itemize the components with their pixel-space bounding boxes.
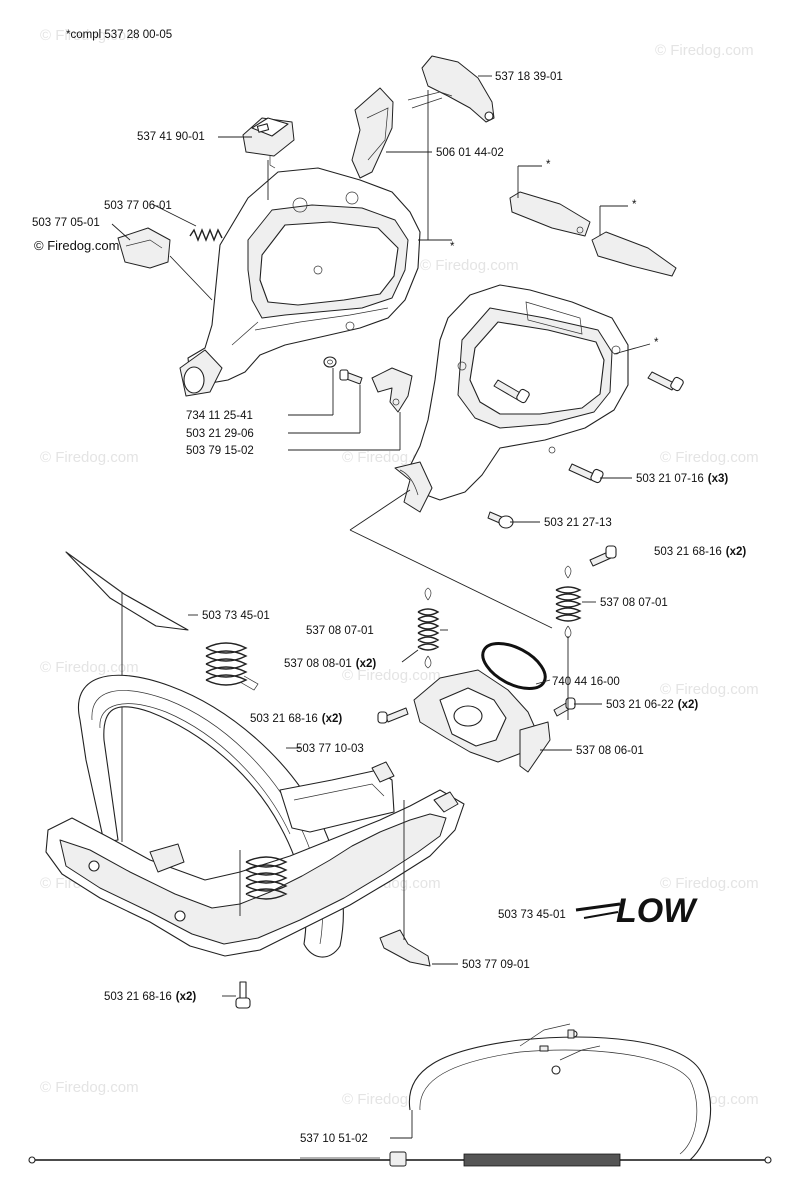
watermark: © Firedog.com xyxy=(40,1079,139,1096)
label-503770901: 503 77 09-01 xyxy=(462,959,530,971)
label-537080601: 537 08 06-01 xyxy=(576,745,644,757)
label-503770501: 503 77 05-01 xyxy=(32,217,100,229)
kit-header: *compl 537 28 00-05 xyxy=(66,29,172,41)
watermark: © Firedog.com xyxy=(40,449,139,466)
low-logo: LOW xyxy=(575,892,698,930)
label-537419001: 537 41 90-01 xyxy=(137,131,205,143)
av-spring-part xyxy=(205,642,259,691)
watermark: © Firedog.com xyxy=(420,257,519,274)
small-spring-part xyxy=(189,228,223,242)
throttle-part xyxy=(407,55,495,123)
av-spring-lower-part xyxy=(239,850,288,916)
bracket-part xyxy=(371,367,413,413)
label-503216816-mid: 503 21 68-16(x2) xyxy=(250,713,342,725)
screw-503210622-part xyxy=(553,697,576,717)
asterisk-label: * xyxy=(450,241,455,253)
av-block-part xyxy=(413,669,551,773)
latch-part xyxy=(117,227,171,269)
asterisk-label: * xyxy=(546,159,551,171)
lever-part xyxy=(351,87,394,179)
watermark: © Firedog.com xyxy=(342,667,441,684)
screw-part xyxy=(339,369,363,385)
cover-screw-part xyxy=(493,379,530,404)
watermark: © Firedog.com xyxy=(660,449,759,466)
part-labels: 537 18 39-01 537 41 90-01 506 01 44-02 5… xyxy=(32,71,746,1145)
watermark: © Firedog.com xyxy=(660,681,759,698)
watermark: © Firedog.com xyxy=(40,659,139,676)
label-503212906: 503 21 29-06 xyxy=(186,428,254,440)
watermark: © Firedog.com xyxy=(660,875,759,892)
asterisk-label: * xyxy=(654,337,659,349)
copyright-notice: © Firedog.com xyxy=(34,238,119,253)
rear-handle-upper xyxy=(179,167,421,397)
spring-537080701-right xyxy=(555,565,582,639)
decal-part xyxy=(591,231,677,277)
washer-part xyxy=(323,356,337,368)
label-537080801: 537 08 08-01(x2) xyxy=(284,658,376,670)
label-503771003: 503 77 10-03 xyxy=(296,743,364,755)
label-740441600: 740 44 16-00 xyxy=(552,676,620,688)
watermark: © Firedog.com xyxy=(655,42,754,59)
label-503210622: 503 21 06-22(x2) xyxy=(606,699,698,711)
spring-537080701-left xyxy=(417,587,440,669)
screw-top-part xyxy=(589,545,617,567)
label-503216816-bottom: 503 21 68-16(x2) xyxy=(104,991,196,1003)
label-503210716: 503 21 07-16(x3) xyxy=(636,473,728,485)
cover-screw-part xyxy=(568,463,604,484)
asterisk-label: * xyxy=(632,199,637,211)
throttle-cable-part xyxy=(28,1023,772,1167)
watermark: © Firedog.com xyxy=(40,27,139,44)
label-503212713: 503 21 27-13 xyxy=(544,517,612,529)
label-734112541: 734 11 25-41 xyxy=(186,410,253,422)
label-537080701-right: 537 08 07-01 xyxy=(600,597,668,609)
label-503770601: 503 77 06-01 xyxy=(104,200,172,212)
decal-part xyxy=(509,191,591,237)
label-537105102: 537 10 51-02 xyxy=(300,1133,368,1145)
label-503734501: 503 73 45-01 xyxy=(202,610,270,622)
cover-screw-part xyxy=(647,371,684,392)
bottom-screw-part xyxy=(235,981,251,1009)
leader-lines-top xyxy=(111,75,492,451)
label-537080701-left: 537 08 07-01 xyxy=(306,625,374,637)
switch-block-part xyxy=(242,117,295,169)
decal-sheet-part xyxy=(65,551,189,631)
label-506014402: 506 01 44-02 xyxy=(436,147,504,159)
label-503791502: 503 79 15-02 xyxy=(186,445,254,457)
label-503734501-low: 503 73 45-01 xyxy=(498,909,566,921)
leader-lines-bottom xyxy=(222,601,602,997)
label-537183901: 537 18 39-01 xyxy=(495,71,563,83)
cover-screw-part xyxy=(487,511,514,529)
logo-text: LOW xyxy=(616,892,698,930)
bracket-503770901-part xyxy=(379,800,431,967)
label-503216816-top: 503 21 68-16(x2) xyxy=(654,546,746,558)
screw-503216816-part xyxy=(377,707,409,724)
